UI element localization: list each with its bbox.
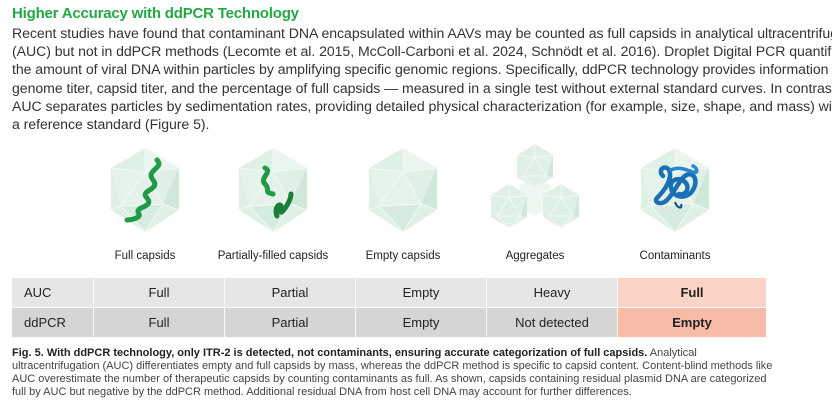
intro-line: Recent studies have found that contamina… [12, 25, 832, 41]
comparison-table: AUC Full Partial Empty Heavy Full ddPCR … [12, 278, 767, 338]
intro-line: the amount of viral DNA within particles… [12, 61, 832, 78]
capsid-label-contaminants: Contaminants [639, 250, 711, 262]
capsid-partial [208, 140, 338, 240]
table-cell: Not detected [486, 307, 618, 338]
table-row-auc: AUC Full Partial Empty Heavy Full [12, 278, 767, 308]
capsid-figure: Full capsids Partially-filled capsids Em… [0, 140, 832, 270]
table-cell-highlight: Empty [617, 307, 767, 338]
table-cell: Empty [355, 307, 487, 338]
section-heading: Higher Accuracy with ddPCR Technology [12, 5, 299, 22]
table-cell: Empty [355, 278, 487, 308]
capsid-label-empty: Empty capsids [365, 250, 441, 262]
aggregate-capsids-icon [490, 144, 580, 229]
intro-paragraph: Recent studies have found that contamina… [12, 24, 832, 133]
caption-text: Analytical [647, 347, 697, 359]
table-row-ddpcr: ddPCR Full Partial Empty Not detected Em… [12, 307, 767, 338]
row-header: AUC [12, 278, 94, 308]
table-cell: Partial [224, 307, 356, 338]
capsid-empty [338, 140, 468, 240]
figure-caption: Fig. 5. With ddPCR technology, only ITR-… [12, 347, 824, 399]
table-cell-highlight: Full [617, 278, 767, 308]
contaminant-capsid-icon [640, 148, 710, 233]
row-header: ddPCR [12, 307, 94, 338]
caption-title: Fig. 5. With ddPCR technology, only ITR-… [12, 347, 648, 359]
table-cell: Full [93, 307, 225, 338]
intro-line: a reference standard (Figure 5). [12, 116, 210, 133]
capsid-label-partial: Partially-filled capsids [217, 250, 329, 262]
capsid-label-aggregates: Aggregates [505, 250, 565, 262]
full-capsid-icon [110, 148, 180, 233]
caption-line: ultracentrifugation (AUC) differentiates… [12, 359, 773, 372]
capsid-aggregates [470, 140, 600, 244]
intro-line: genome titer, capsid titer, and the perc… [12, 79, 832, 96]
intro-line: (AUC) but not in ddPCR methods (Lecomte … [12, 43, 832, 60]
caption-line: full by AUC but negative by the ddPCR me… [12, 385, 632, 398]
capsid-contaminants [610, 140, 740, 240]
partial-capsid-icon [238, 148, 308, 233]
intro-line: AUC separates particles by sedimentation… [12, 97, 832, 114]
caption-line: AUC overestimate the number of therapeut… [12, 372, 767, 385]
capsid-full [80, 140, 210, 240]
table-cell: Heavy [486, 278, 618, 308]
empty-capsid-icon [368, 148, 438, 233]
table-cell: Full [93, 278, 225, 308]
table-cell: Partial [224, 278, 356, 308]
capsid-label-full: Full capsids [114, 250, 176, 262]
